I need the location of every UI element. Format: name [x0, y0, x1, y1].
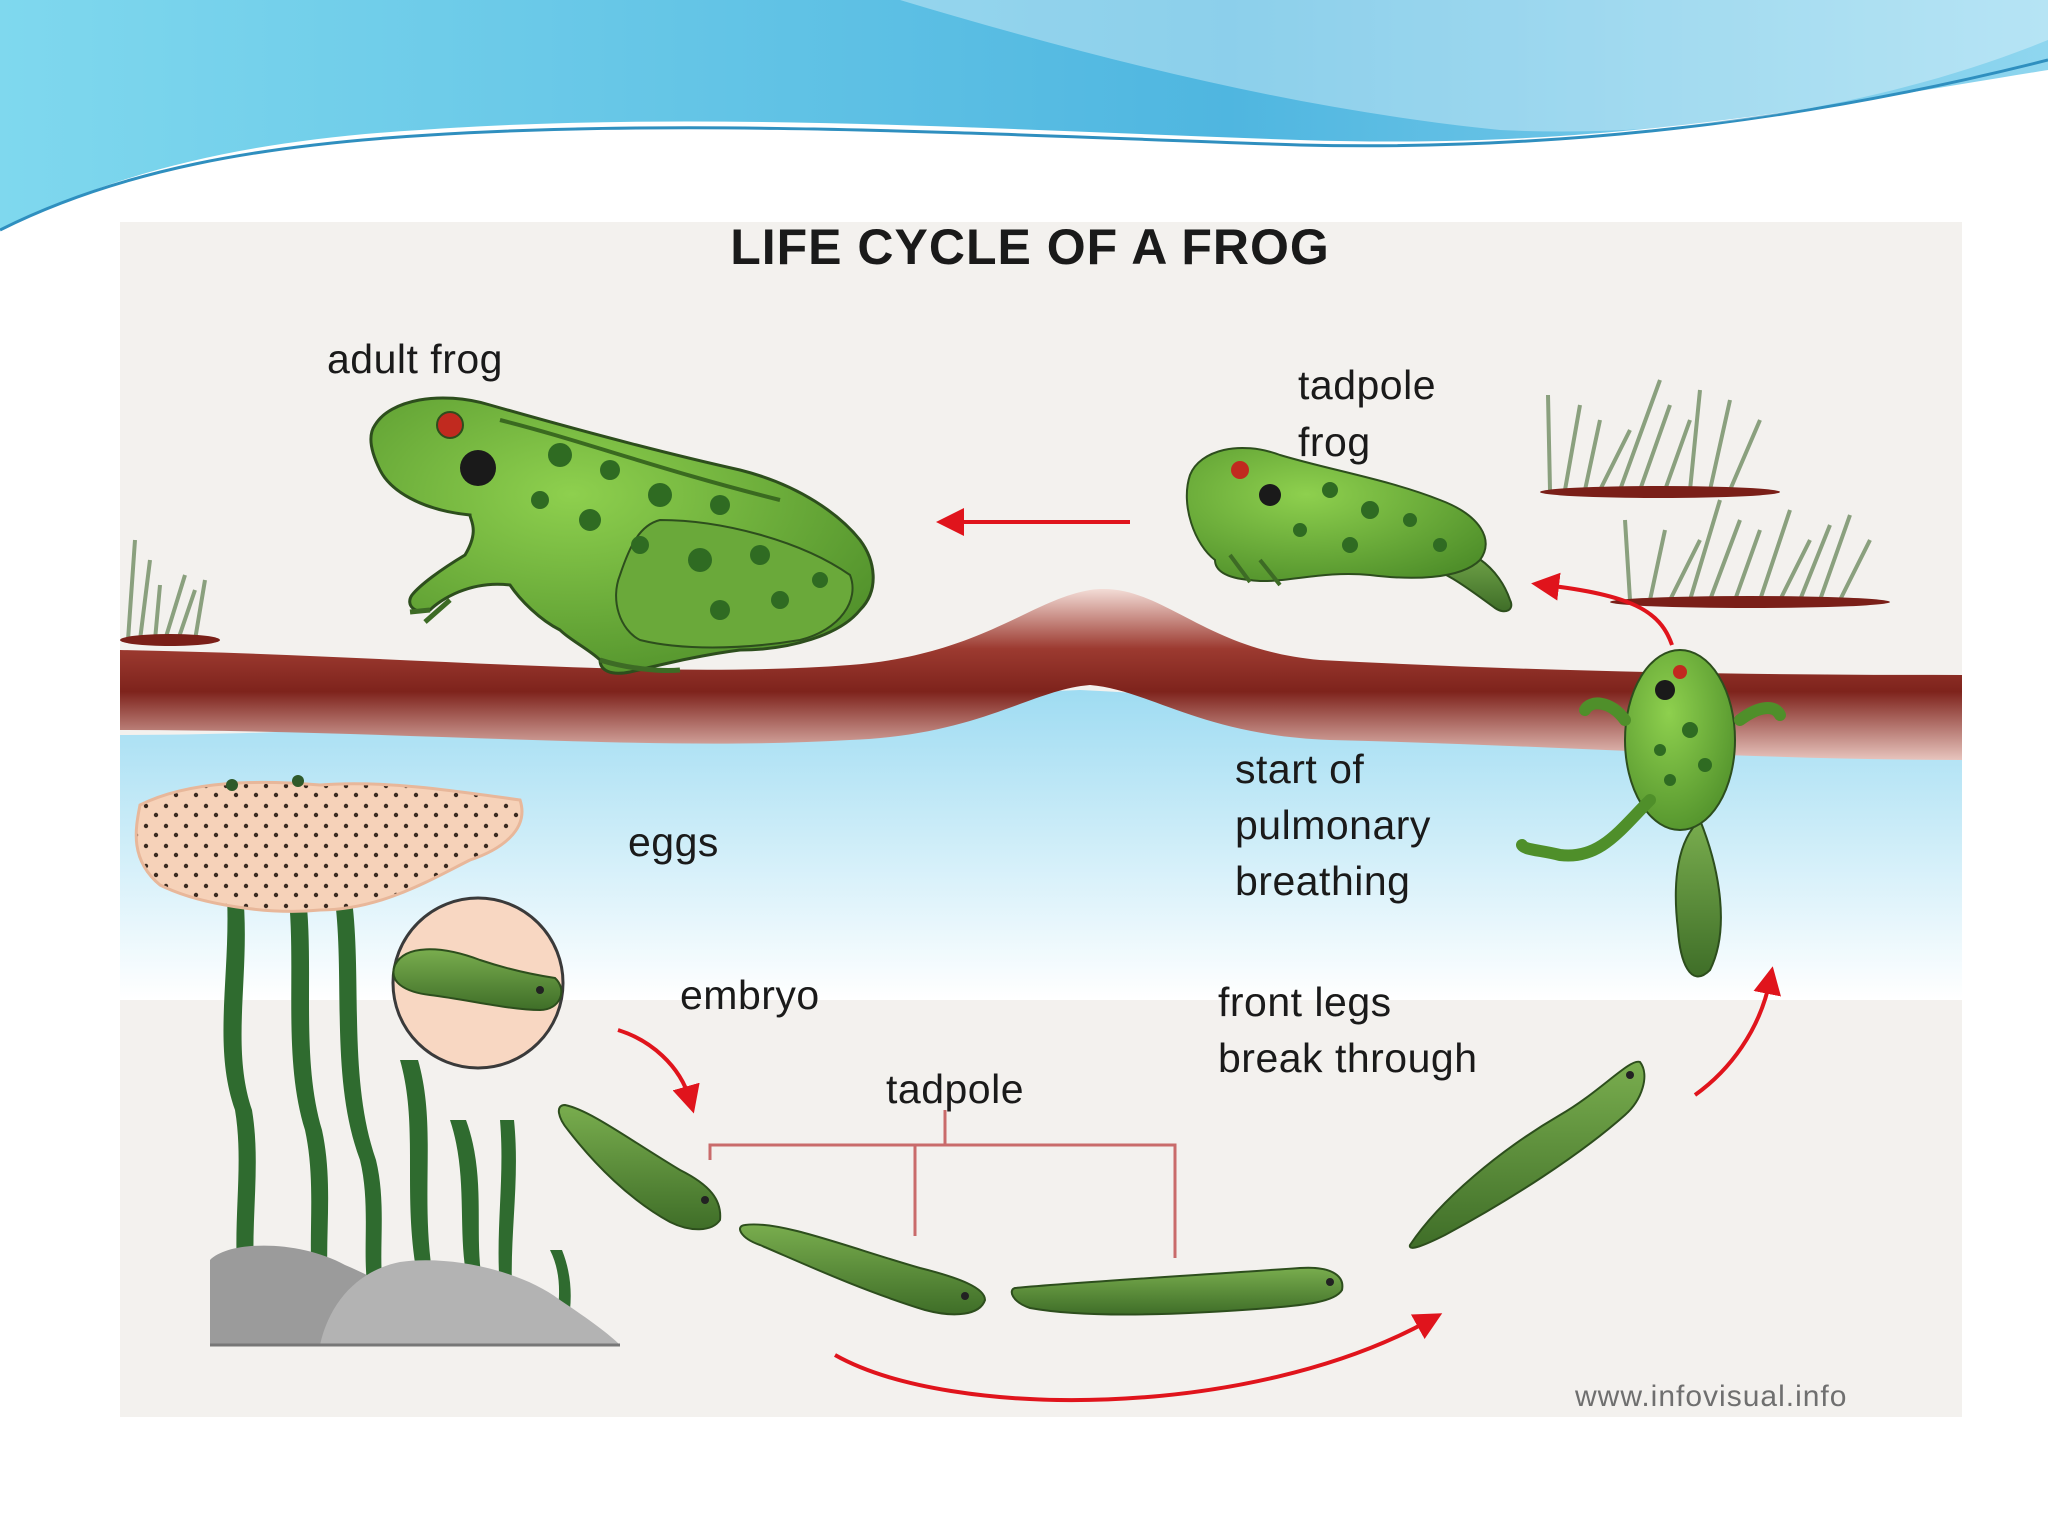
label-tadpole-frog-line1: tadpole — [1298, 358, 1436, 413]
label-eggs: eggs — [628, 815, 719, 870]
label-tadpole: tadpole — [886, 1062, 1024, 1117]
label-pulmonary-line3: breathing — [1235, 854, 1410, 909]
label-adult-frog: adult frog — [327, 332, 503, 387]
label-front-legs-line1: front legs — [1218, 975, 1392, 1030]
header-wave — [0, 0, 2048, 230]
diagram-title: LIFE CYCLE OF A FROG — [600, 218, 1460, 276]
label-front-legs-line2: break through — [1218, 1031, 1478, 1086]
source-credit: www.infovisual.info — [1575, 1380, 1847, 1414]
label-pulmonary-line1: start of — [1235, 742, 1364, 797]
embryo-illustration — [393, 898, 563, 1068]
label-tadpole-frog-line2: frog — [1298, 415, 1371, 470]
label-embryo: embryo — [680, 968, 820, 1023]
label-pulmonary-line2: pulmonary — [1235, 798, 1431, 853]
